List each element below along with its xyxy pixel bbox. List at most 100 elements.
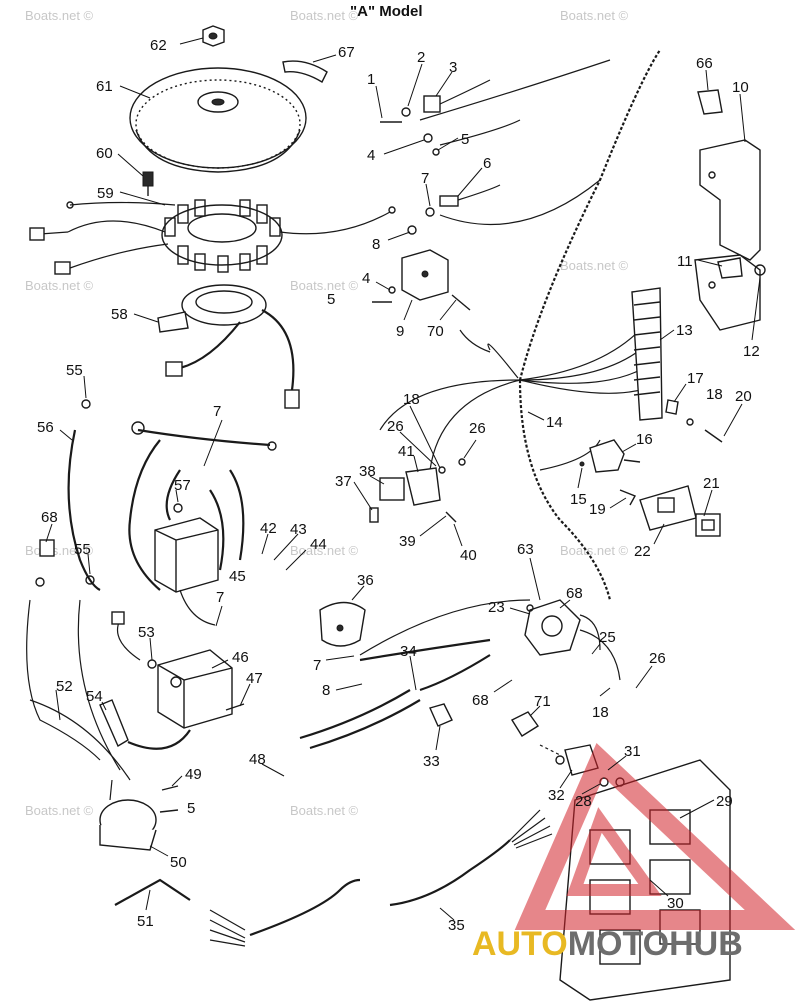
callout-13: 13 [676,322,693,339]
decal-strip [282,60,328,83]
callout-67: 67 [338,44,355,61]
left-harness [26,399,131,781]
callout-71: 71 [534,693,551,710]
watermark-11: Boats.net © [290,803,359,818]
callout-43: 43 [290,521,307,538]
callout-4b: 4 [362,270,370,287]
callout-22: 22 [634,543,651,560]
callout-38: 38 [359,463,376,480]
callout-7d: 7 [313,657,321,674]
logo-moto: MOTO [568,925,669,963]
callout-16: 16 [636,431,653,448]
callout-48: 48 [249,751,266,768]
stator-screw [142,171,154,196]
watermark-8: Boats.net © [290,543,359,558]
callout-7a: 7 [421,170,429,187]
callout-19: 19 [589,501,606,518]
cable-pair [299,638,491,750]
watermark-4: Boats.net © [25,278,94,293]
callout-2: 2 [417,49,425,66]
fuse-holder [510,711,540,737]
watermark-9: Boats.net © [560,543,629,558]
callout-18a: 18 [706,386,723,403]
callout-33: 33 [423,753,440,770]
automotohub-logo: AUTOMOTOHUB [472,742,796,963]
callout-57: 57 [174,477,191,494]
callout-47: 47 [246,670,263,687]
rectifier [372,249,471,311]
callout-62: 62 [150,37,167,54]
callout-20: 20 [735,388,752,405]
logo-hub: HUB [669,925,743,963]
callout-25: 25 [599,629,616,646]
watermark-2: Boats.net © [290,8,359,23]
callout-6: 6 [483,155,491,172]
callout-7b: 7 [213,403,221,420]
callout-5b: 5 [327,291,335,308]
callout-45: 45 [229,568,246,585]
logo-triangle [514,742,796,930]
watermark-1: Boats.net © [25,8,94,23]
terminal-block [631,287,663,421]
switch-plate [639,485,721,537]
callout-14: 14 [546,414,563,431]
cable-clip [697,89,723,115]
callout-35: 35 [448,917,465,934]
center-connectors [369,458,466,523]
logo-triangle-inner [566,807,662,896]
flywheel-nut [202,25,225,47]
callout-29: 29 [716,793,733,810]
callout-5c: 5 [187,800,195,817]
diagram-title: "A" Model [350,3,423,20]
bracket-clip [717,257,766,279]
callout-42: 42 [260,520,277,537]
logo-auto: AUTO [472,925,568,963]
callout-41: 41 [398,443,415,460]
ignition-switch [579,439,641,506]
callout-46: 46 [232,649,249,666]
callout-51: 51 [137,913,154,930]
condenser [319,601,366,647]
callout-21: 21 [703,475,720,492]
callout-23: 23 [488,599,505,616]
callout-9: 9 [396,323,404,340]
flywheel [129,67,307,173]
callout-10: 10 [732,79,749,96]
callout-56: 56 [37,419,54,436]
callout-36: 36 [357,572,374,589]
callout-55a: 55 [66,362,83,379]
ignition-coil [111,611,245,729]
callout-18b: 18 [403,391,420,408]
callout-18c: 18 [592,704,609,721]
callout-4a: 4 [367,147,375,164]
callout-63: 63 [517,541,534,558]
callout-5a: 5 [461,131,469,148]
callout-61: 61 [96,78,113,95]
callout-17: 17 [687,370,704,387]
callout-39: 39 [399,533,416,550]
callout-53: 53 [138,624,155,641]
connector-hardware-top [380,79,521,235]
battery-cable [209,809,553,947]
right-side-hardware [665,399,723,443]
ground-cable-short [114,878,191,906]
callout-54: 54 [86,688,103,705]
choke-solenoid [99,779,179,851]
cable-clamp [429,703,453,727]
logo-wordmark: AUTOMOTOHUB [472,925,743,963]
watermark-10: Boats.net © [25,803,94,818]
callout-8a: 8 [372,236,380,253]
callout-50: 50 [170,854,187,871]
callout-40: 40 [460,547,477,564]
callout-26a: 26 [387,418,404,435]
callout-30: 30 [667,895,684,912]
callout-68b: 68 [472,692,489,709]
callout-49: 49 [185,766,202,783]
trigger-assembly [157,284,300,409]
callouts: 62 67 61 60 59 58 1 2 3 4 5 6 7 8 4 5 9 … [37,37,761,934]
starter-solenoid [359,599,621,681]
callout-34: 34 [400,643,417,660]
callout-44: 44 [310,536,327,553]
